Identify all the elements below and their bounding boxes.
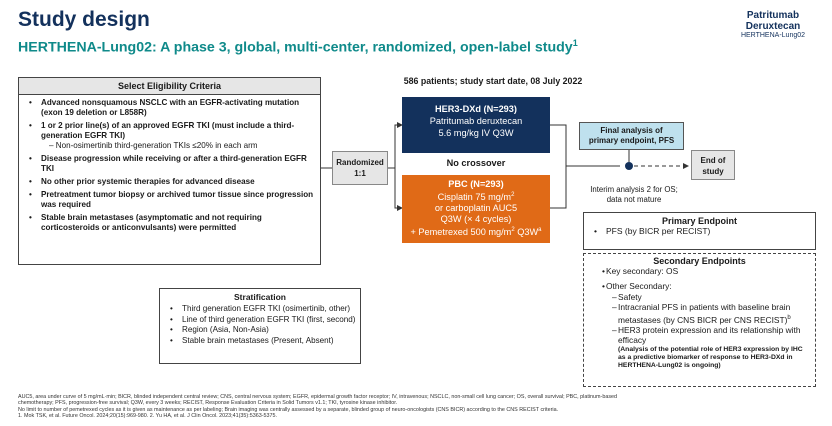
secondary-endpoints-box: Secondary Endpoints Key secondary: OS Ot… — [583, 253, 816, 387]
arm2-cisplatin-text: Cisplatin 75 mg/m — [437, 192, 512, 203]
secondary-endpoints-heading: Secondary Endpoints — [653, 256, 746, 266]
eligibility-item: Stable brain metastases (asymptomatic an… — [29, 213, 314, 233]
interim-analysis-note: Interim analysis 2 for OS; data not matu… — [576, 185, 692, 205]
eligibility-list: Advanced nonsquamous NSCLC with an EGFR-… — [19, 95, 320, 233]
brand-line-1: Patritumab — [746, 10, 800, 21]
stratification-list: Third generation EGFR TKI (osimertinib, … — [160, 304, 360, 346]
eligibility-item-text: Advanced nonsquamous NSCLC with an EGFR-… — [41, 98, 300, 117]
stratification-item: Third generation EGFR TKI (osimertinib, … — [168, 304, 360, 315]
final-analysis-line2: primary endpoint, PFS — [588, 136, 675, 145]
arm-pbc: PBC (N=293) Cisplatin 75 mg/m2 or carbop… — [402, 175, 550, 243]
secondary-subitem-text: Intracranial PFS in patients with baseli… — [618, 302, 791, 325]
secondary-footnote-ref: b — [787, 314, 791, 321]
eligibility-subitem: – Non-osimertinib third-generation TKIs … — [49, 141, 258, 150]
arm-her3-dxd: HER3-DXd (N=293) Patritumab deruxtecan 5… — [402, 97, 550, 153]
brand-line-2: Deruxtecan — [745, 21, 801, 32]
eligibility-criteria-box: Select Eligibility Criteria Advanced non… — [18, 77, 321, 265]
eligibility-item-text: Stable brain metastases (asymptomatic an… — [41, 213, 262, 232]
subtitle-reference: 1 — [572, 38, 578, 48]
eligibility-item-text: Pretreatment tumor biopsy or archived tu… — [41, 190, 314, 209]
footnote-line: chemotherapy; PFS, progression-free surv… — [18, 400, 398, 407]
arm2-footnote-ref: a — [538, 227, 542, 234]
page-subtitle: HERTHENA-Lung02: A phase 3, global, mult… — [18, 38, 578, 56]
randomized-ratio: 1:1 — [354, 169, 366, 178]
end-of-study-line1: End of — [700, 156, 726, 165]
randomized-box: Randomized 1:1 — [332, 151, 388, 185]
stratification-item: Line of third generation EGFR TKI (first… — [168, 315, 360, 326]
arm1-dose: 5.6 mg/kg IV Q3W — [438, 128, 514, 138]
eligibility-item-text: 1 or 2 prior line(s) of an approved EGFR… — [41, 121, 295, 140]
stratification-item: Stable brain metastases (Present, Absent… — [168, 336, 360, 347]
eligibility-item: No other prior systemic therapies for ad… — [29, 177, 314, 187]
eligibility-heading: Select Eligibility Criteria — [19, 78, 320, 95]
interim-line2: data not mature — [606, 195, 662, 204]
eligibility-item-text: Disease progression while receiving or a… — [41, 154, 307, 173]
primary-endpoint-box: Primary Endpoint PFS (by BICR per RECIST… — [583, 212, 816, 250]
footnote-line: No limit to number of pemetrexed cycles … — [18, 406, 559, 413]
secondary-note: (Analysis of the potential role of HER3 … — [618, 345, 803, 370]
footnote-line: 1. Mok TSK, et al. Future Oncol. 2024;20… — [18, 413, 278, 420]
secondary-other-item: Other Secondary: — [592, 281, 815, 292]
randomized-label: Randomized — [336, 158, 384, 167]
stratification-heading: Stratification — [234, 292, 286, 302]
arm2-title: PBC (N=293) — [448, 179, 504, 189]
stratification-item: Region (Asia, Non-Asia) — [168, 325, 360, 336]
connector-to-arm2 — [394, 168, 403, 211]
brand-line-3: HERTHENA-Lung02 — [740, 32, 806, 39]
eligibility-item: 1 or 2 prior line(s) of an approved EGFR… — [29, 121, 314, 151]
eligibility-item: Pretreatment tumor biopsy or archived tu… — [29, 190, 314, 210]
primary-endpoint-item: PFS (by BICR per RECIST) — [592, 226, 815, 236]
connector-to-arm1 — [388, 122, 403, 169]
secondary-subitem: Intracranial PFS in patients with baseli… — [598, 302, 815, 325]
stratification-box: Stratification Third generation EGFR TKI… — [159, 288, 361, 364]
interim-line1: Interim analysis 2 for OS; — [590, 185, 678, 194]
final-analysis-line1: Final analysis of — [600, 126, 663, 135]
final-analysis-box: Final analysis of primary endpoint, PFS — [579, 122, 684, 150]
arm2-cisplatin: Cisplatin 75 mg/m2 — [402, 190, 550, 203]
arm2-carboplatin: or carboplatin AUC5 — [434, 203, 518, 214]
arm2-pemetrexed: + Pemetrexed 500 mg/m2 Q3Wa — [402, 225, 550, 238]
brand-logo: Patritumab Deruxtecan HERTHENA-Lung02 — [728, 10, 818, 39]
connector-arms-join — [550, 124, 567, 209]
primary-endpoint-list: PFS (by BICR per RECIST) — [584, 226, 815, 236]
arm2-pemetrexed-text: + Pemetrexed 500 mg/m — [410, 227, 512, 238]
arm2-superscript: 2 — [511, 192, 515, 198]
arm1-title: HER3-DXd (N=293) — [435, 104, 517, 114]
arm2-superscript: 2 — [511, 227, 515, 234]
primary-endpoint-heading: Primary Endpoint — [661, 216, 737, 226]
no-crossover-label: No crossover — [446, 158, 506, 168]
arm1-drug: Patritumab deruxtecan — [429, 116, 523, 126]
interim-analysis-marker — [625, 162, 633, 170]
subtitle-text: HERTHENA-Lung02: A phase 3, global, mult… — [18, 39, 573, 56]
secondary-subitem: Safety — [598, 292, 815, 303]
eligibility-item: Disease progression while receiving or a… — [29, 154, 314, 174]
patients-label: 586 patients; study start date, 08 July … — [403, 76, 583, 86]
secondary-subitem: HER3 protein expression and its relation… — [598, 325, 815, 346]
end-of-study-box: End of study — [691, 150, 735, 180]
arm2-cycles: Q3W (× 4 cycles) — [440, 214, 512, 225]
eligibility-item: Advanced nonsquamous NSCLC with an EGFR-… — [29, 98, 314, 118]
page-title: Study design — [18, 8, 150, 31]
eligibility-item-text: No other prior systemic therapies for ad… — [41, 177, 255, 186]
arm2-pemetrexed-schedule: Q3W — [514, 227, 539, 238]
footnote-line: AUC5, area under curve of 5 mg/mL·min; B… — [18, 394, 618, 400]
secondary-key-item: Key secondary: OS — [592, 266, 815, 277]
end-of-study-line2: study — [702, 167, 724, 176]
footnotes: AUC5, area under curve of 5 mg/mL·min; B… — [18, 394, 818, 420]
